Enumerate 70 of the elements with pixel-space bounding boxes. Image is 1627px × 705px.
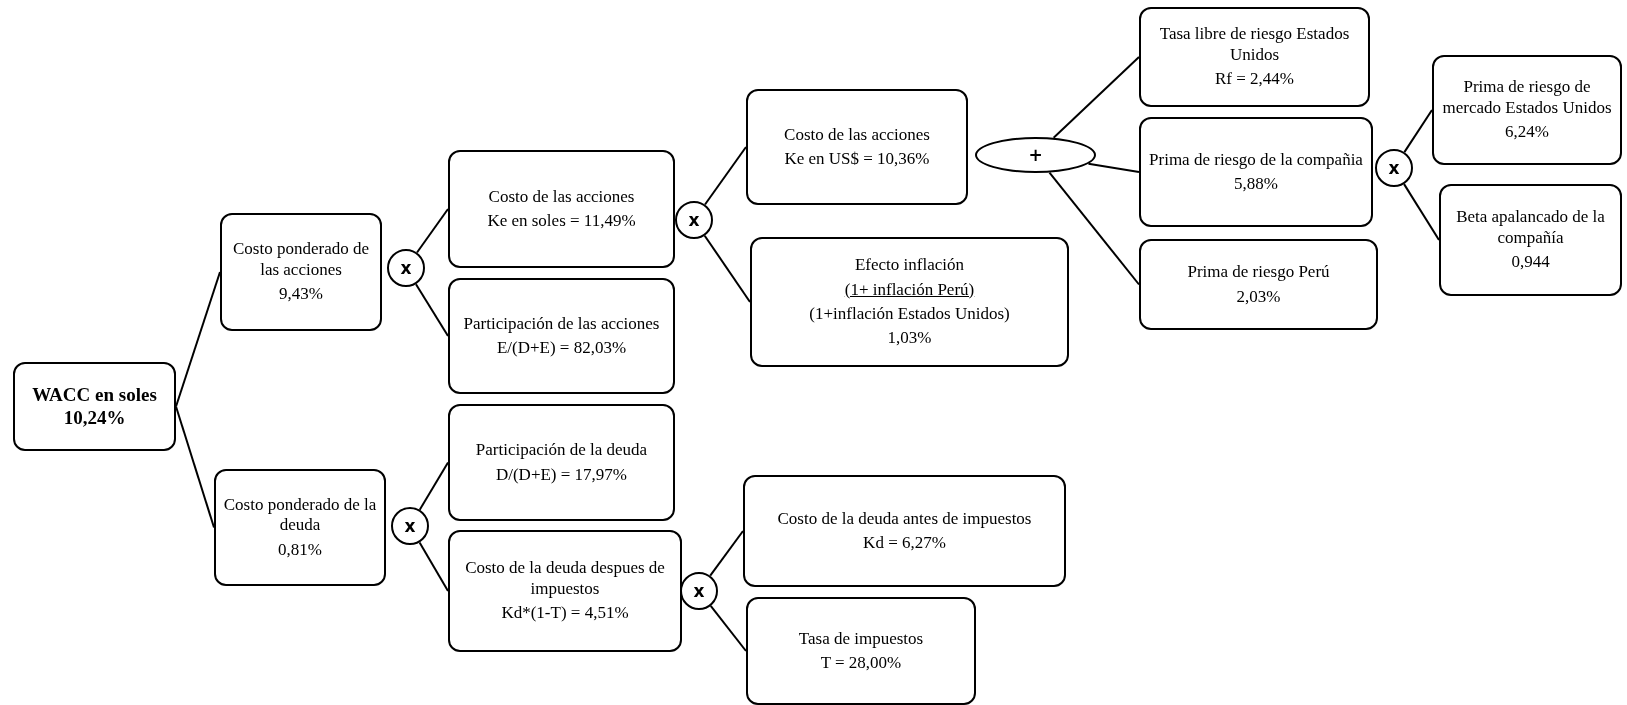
node-text: Costo de la deuda despues de impuestos (464, 558, 666, 600)
node-text: 0,944 (1511, 252, 1550, 273)
connector-line (703, 234, 751, 303)
process-box (448, 404, 675, 521)
process-box (214, 469, 386, 586)
process-box (1139, 117, 1373, 227)
connector-line (709, 604, 747, 652)
connector-line (709, 530, 744, 577)
node-text: Costo de las acciones (488, 186, 635, 207)
operator-circle: x (387, 249, 425, 287)
node-text: Ke en US$ = 10,36% (784, 149, 930, 170)
node-text: Prima de riesgo de la compañia (1149, 149, 1363, 170)
process-box (448, 530, 682, 652)
process-box (1139, 7, 1370, 107)
connector-line (1403, 183, 1440, 241)
node-text: Participación de la deuda (475, 440, 648, 461)
process-box (13, 362, 176, 451)
operator-circle: x (675, 201, 713, 239)
connector-line (1403, 109, 1433, 154)
operator-circle: x (680, 572, 718, 610)
node-text: Costo de las acciones (784, 124, 930, 145)
process-box (746, 89, 968, 205)
operator-circle: + (975, 137, 1096, 173)
node-text: (1+inflación Estados Unidos) (809, 304, 1010, 325)
node-text: E/(D+E) = 82,03% (496, 338, 627, 359)
connector-line (418, 461, 449, 511)
node-text: Participación de las acciones (463, 313, 660, 334)
node-text: Tasa libre de riesgo Estados Unidos (1158, 24, 1351, 66)
connector-line (175, 405, 215, 529)
process-box (746, 597, 976, 705)
node-text: Efecto inflación (855, 255, 964, 276)
connector-line (1052, 56, 1140, 139)
process-box (220, 213, 382, 331)
node-text: Rf = 2,44% (1215, 69, 1294, 90)
connector-line (704, 146, 747, 206)
process-box (1139, 239, 1378, 330)
node-text: WACC en soles 10,24% (31, 383, 158, 430)
node-text: D/(D+E) = 17,97% (495, 464, 628, 485)
connector-line (416, 208, 449, 254)
process-box (750, 237, 1069, 367)
node-text: Prima de riesgo de mercado Estados Unidos (1441, 77, 1613, 119)
node-text: Kd = 6,27% (863, 533, 946, 554)
node-text: Costo de la deuda antes de impuestos (777, 508, 1032, 529)
node-text: 2,03% (1236, 286, 1281, 307)
operator-circle: x (391, 507, 429, 545)
node-text: Beta apalancado de la compañía (1455, 207, 1606, 249)
node-text: 5,88% (1234, 174, 1278, 195)
node-text: Prima de riesgo Perú (1187, 262, 1330, 283)
node-text: Tasa de impuestos (798, 628, 924, 649)
connector-line (1048, 171, 1140, 286)
node-text: 9,43% (279, 284, 323, 305)
node-text: 6,24% (1505, 122, 1549, 143)
operator-circle: x (1375, 149, 1413, 187)
node-text: Costo ponderado de la deuda (222, 494, 378, 536)
connector-line (1087, 162, 1140, 173)
node-text: Costo ponderado de las acciones (232, 239, 370, 281)
process-box (448, 150, 675, 268)
connector-line (415, 283, 449, 337)
node-text: Kd*(1-T) = 4,51% (501, 603, 629, 624)
process-box (743, 475, 1066, 587)
process-box (1432, 55, 1622, 165)
node-text: T = 28,00% (820, 653, 902, 674)
node-text: 1,03% (887, 328, 932, 349)
connector-line (175, 271, 221, 408)
node-text: Ke en soles = 11,49% (487, 211, 636, 232)
node-text: 0,81% (278, 539, 322, 561)
process-box (448, 278, 675, 394)
node-text: (1+ inflación Perú) (844, 279, 975, 300)
process-box (1439, 184, 1622, 296)
connector-line (418, 541, 449, 592)
